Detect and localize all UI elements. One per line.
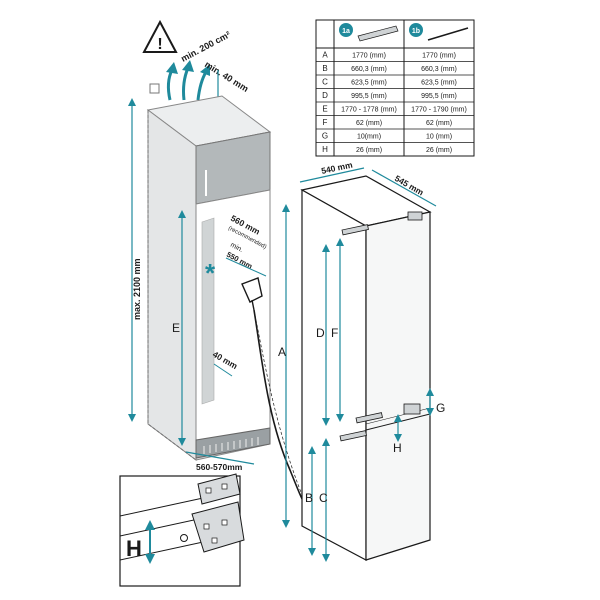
bracket-1b-icon (427, 27, 469, 41)
table-cell-key: F (323, 118, 328, 127)
hatched-panel (201, 217, 215, 405)
power-plug (241, 277, 307, 507)
bracket-1a-icon (357, 25, 399, 42)
detail-upper-bracket (197, 473, 241, 505)
table-row: E 1770 - 1778 (mm) 1770 - 1790 (mm) (316, 101, 474, 114)
table-cell-1a: 1770 - 1778 (mm) (341, 107, 397, 114)
table-cell-key: H (322, 145, 328, 154)
detail-lower-bracket (191, 501, 245, 553)
table-header-1b-label: 1b (412, 28, 420, 35)
table-cell-1b: 623,5 (mm) (421, 80, 457, 87)
dimension-letter-A: A (278, 345, 286, 359)
fridge (300, 175, 432, 561)
table-row: F 62 (mm) 62 (mm) (316, 115, 474, 127)
plinth-vent-slots (203, 437, 259, 454)
table-cell-1a: 26 (mm) (356, 147, 382, 154)
side-gap-dimension-line (213, 363, 233, 377)
depth-dimension-line (225, 257, 267, 277)
table-cell-key: B (322, 64, 327, 73)
table-header-1a: 1a (339, 23, 399, 42)
lower-door-bracket (355, 412, 383, 424)
table-row: D 995,5 (mm) 995,5 (mm) (316, 88, 474, 100)
dimension-letter-C: C (319, 491, 328, 505)
niche-width-label: 560-570mm (196, 462, 243, 472)
table-cell-1a: 10(mm) (357, 134, 381, 141)
table-row: B 660,3 (mm) 660,3 (mm) (316, 61, 474, 73)
mid-hinge (403, 403, 421, 415)
table-cell-key: D (322, 91, 328, 100)
table-row: G 10(mm) 10 (mm) (316, 128, 474, 141)
upper-door-bracket (341, 224, 369, 236)
niche-width-dimension-line (185, 451, 255, 465)
table-header-1b: 1b (409, 23, 469, 41)
asterisk-marker: * (205, 258, 216, 288)
plug-icon (241, 277, 263, 303)
dimension-letter-G: G (436, 401, 445, 415)
airflow-arrows (166, 60, 210, 101)
table-cell-1a: 623,5 (mm) (351, 80, 387, 87)
airflow-arrowhead-icon (182, 60, 194, 72)
warning-exclamation: ! (157, 36, 162, 53)
table-cell-1a: 62 (mm) (356, 120, 382, 127)
airflow-arrow-icon (182, 67, 190, 101)
table-cell-1a: 995,5 (mm) (351, 93, 387, 100)
table-cell-1b: 10 (mm) (426, 134, 452, 141)
table-cell-1b: 660,3 (mm) (421, 66, 457, 73)
plinth-vent (195, 427, 271, 459)
table-row: H 26 (mm) 26 (mm) (316, 142, 474, 154)
hinge-detail-inset: H (119, 473, 245, 587)
airflow-arrowhead-icon (166, 62, 178, 74)
airflow-arrowhead-icon (200, 64, 210, 76)
table-cell-1b: 995,5 (mm) (421, 93, 457, 100)
table-cell-1b: 26 (mm) (426, 147, 452, 154)
top-vent-bracket (149, 83, 160, 94)
top-hinge (407, 211, 423, 221)
table-cell-1a: 1770 (mm) (352, 53, 386, 60)
detail-dimension-letter-H: H (126, 536, 142, 561)
table-cell-key: G (322, 132, 328, 141)
fridge-front (365, 211, 431, 561)
dimension-letter-E: E (172, 321, 180, 335)
warning-sign: ! min. 200 cm² (142, 19, 232, 64)
fridge-width-dimension-line (299, 167, 365, 183)
max-height-label: max. 2100 mm (132, 258, 142, 320)
dimension-letter-D: D (316, 326, 325, 340)
table-cell-key: E (322, 105, 327, 114)
table-row: A 1770 (mm) 1770 (mm) (322, 51, 456, 60)
cabinet-left-wall (147, 109, 197, 461)
airflow-arrow-icon (196, 71, 208, 101)
airflow-arrow-icon (166, 69, 174, 101)
dimension-letter-F: F (331, 326, 338, 340)
dimension-letter-H: H (393, 441, 402, 455)
table-cell-1b: 1770 - 1790 (mm) (411, 107, 467, 114)
ventilation-area-label: min. 200 cm² (179, 29, 232, 63)
table-cell-key: A (322, 51, 328, 60)
table-cell-1b: 1770 (mm) (422, 53, 456, 60)
warning-triangle-icon (142, 19, 178, 53)
dimension-letter-B: B (305, 491, 313, 505)
table-rows: A 1770 (mm) 1770 (mm) B 660,3 (mm) 660,3 (mm)… (316, 51, 474, 154)
table-cell-key: C (322, 78, 328, 87)
table-frame (315, 19, 475, 157)
detail-screw-icon (180, 534, 188, 542)
dimensions-table: 1a 1b A 1770 (mm) 1770 (mm) B 660,3 (mm) 660,… (315, 19, 475, 157)
table-row: C 623,5 (mm) 623,5 (mm) (316, 74, 474, 87)
fridge-depth-dimension-line (371, 169, 437, 207)
power-cable (253, 309, 307, 507)
cabinet (146, 95, 272, 461)
table-cell-1b: 62 (mm) (426, 120, 452, 127)
bottom-door-bracket (339, 430, 367, 442)
top-gap-label: min. 40 mm (203, 59, 250, 94)
table-header-1a-label: 1a (342, 28, 350, 35)
table-cell-1a: 660,3 (mm) (351, 66, 387, 73)
power-cable-dashed (253, 309, 305, 501)
